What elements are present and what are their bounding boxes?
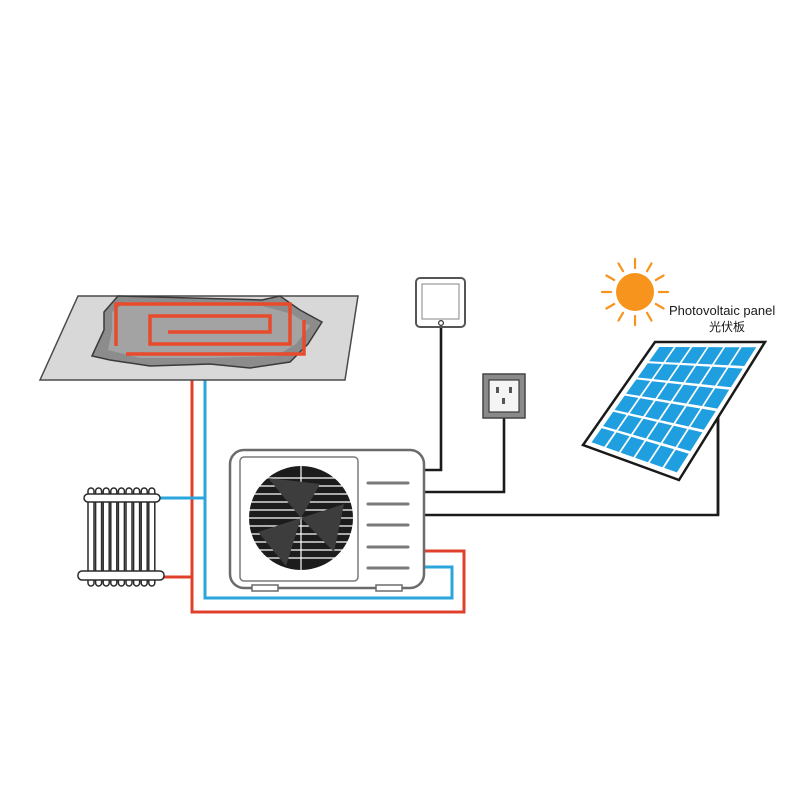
solar-cell — [645, 400, 670, 420]
thermostat — [415, 277, 466, 328]
radiator-fin — [102, 487, 110, 587]
solar-cell — [681, 347, 707, 364]
wire-socket — [424, 418, 506, 494]
solar-cell — [614, 395, 639, 413]
solar-cell — [632, 418, 657, 439]
radiator-fin — [87, 487, 95, 587]
solar-panel-label-cn: 光伏板 — [709, 320, 745, 334]
solar-cell — [716, 367, 743, 388]
hot-pipe-floor-supply — [190, 370, 466, 614]
solar-cell — [649, 445, 674, 468]
unit-foot-right — [375, 584, 403, 592]
solar-panel-label: Photovoltaic panel — [669, 303, 775, 318]
wire-thermostat — [424, 328, 443, 472]
heating-coil — [114, 302, 306, 356]
solar-cell — [635, 441, 660, 463]
solar-cell — [677, 429, 703, 452]
pipe-network — [160, 370, 466, 614]
solar-cell — [660, 403, 685, 424]
sun-ray — [605, 274, 616, 282]
solar-cell — [620, 436, 645, 458]
solar-panel — [581, 340, 768, 515]
solar-cell — [647, 422, 672, 443]
radiator — [77, 487, 165, 587]
solar-cell — [649, 347, 674, 362]
solar-cell — [606, 432, 630, 452]
power-socket — [482, 373, 526, 419]
sun-ray — [654, 274, 665, 282]
solar-cell — [672, 384, 698, 404]
solar-cell — [664, 449, 689, 473]
radiator-fin — [117, 487, 126, 587]
heat-pump-outdoor-unit — [228, 448, 426, 592]
solar-cell — [703, 388, 730, 409]
solar-cell — [685, 365, 711, 384]
sun-ray — [605, 302, 616, 310]
solar-cell — [629, 398, 654, 417]
fan-blades — [258, 478, 344, 566]
solar-cell — [591, 428, 615, 447]
sun-ray — [617, 311, 625, 322]
solar-cell — [641, 381, 666, 399]
solar-cell — [617, 415, 642, 435]
sun-ray — [654, 302, 665, 310]
solar-cell — [662, 425, 688, 447]
solar-cell — [697, 347, 724, 365]
sun — [600, 257, 670, 327]
radiator-bottom-bar — [77, 570, 165, 581]
solar-cell — [688, 386, 714, 406]
sun-icon — [616, 273, 654, 311]
radiator-fin — [125, 487, 133, 587]
radiator-fin — [140, 487, 148, 587]
solar-cell — [603, 411, 627, 430]
solar-cell — [690, 408, 716, 430]
solar-panel-icon — [591, 347, 757, 473]
radiator-fin — [132, 487, 141, 587]
floor-heating — [38, 295, 359, 381]
cold-pipe-floor-return — [203, 370, 454, 600]
solar-cell — [637, 363, 662, 379]
sun-ray — [617, 262, 625, 273]
solar-cell — [669, 365, 695, 383]
solar-cell — [657, 383, 682, 401]
unit-foot-left — [251, 584, 279, 592]
solar-cell — [665, 347, 691, 363]
radiator-fin — [148, 487, 156, 587]
solar-cell — [653, 364, 679, 381]
solar-cell — [675, 406, 701, 427]
sun-ray — [645, 262, 653, 273]
solar-cell — [701, 366, 727, 386]
side-vents — [366, 481, 410, 570]
radiator-fin — [110, 487, 118, 587]
radiator-fin — [94, 487, 103, 587]
solar-cell — [730, 347, 757, 366]
radiator-top-bar — [83, 493, 161, 503]
sun-ray — [645, 311, 653, 322]
sun-rays — [600, 257, 670, 327]
solar-cell — [626, 379, 651, 396]
thermostat-icon — [415, 277, 466, 328]
radiator-icon — [87, 487, 156, 587]
solar-cell — [713, 347, 740, 366]
